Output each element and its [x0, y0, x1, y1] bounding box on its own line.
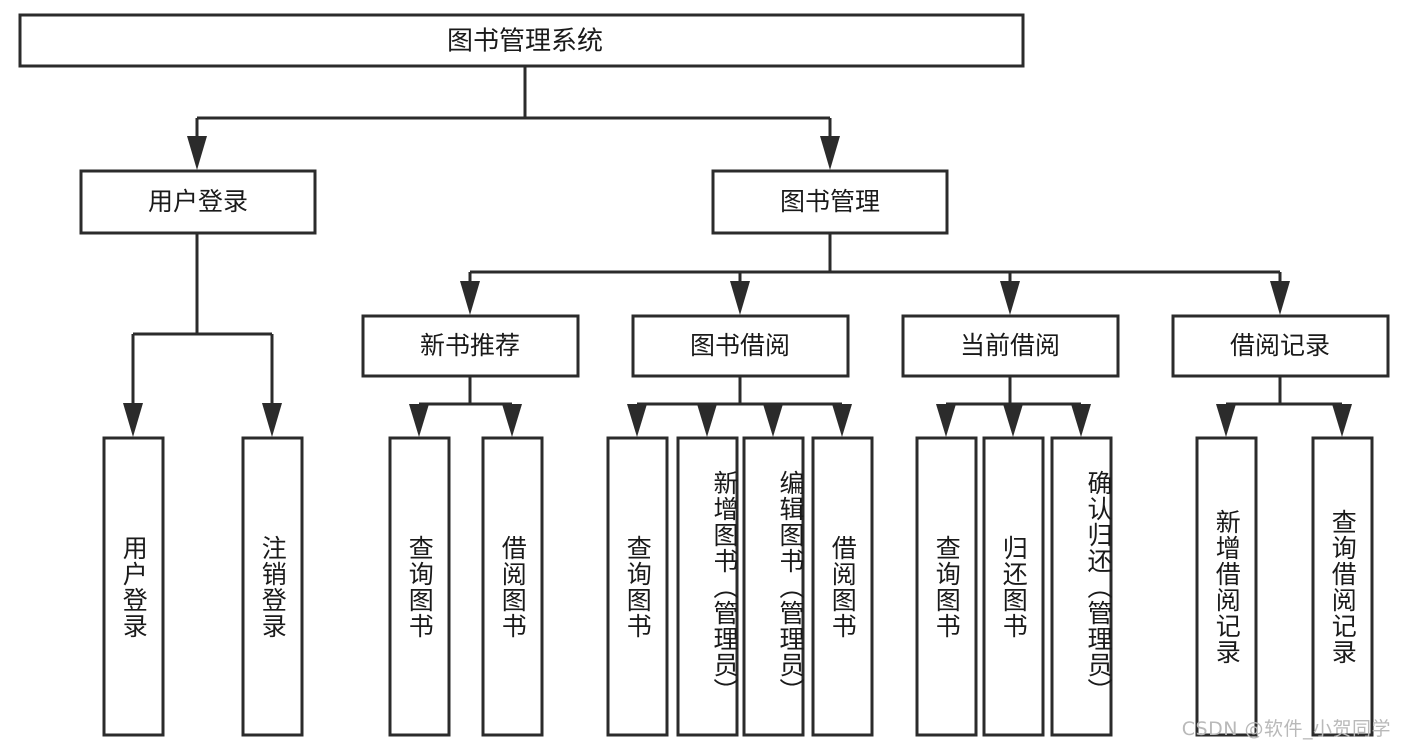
leaf-rec-add-box[interactable]	[1195, 436, 1258, 737]
arrow-head-leaf-borrow-query	[627, 404, 647, 437]
node-book-manage-box[interactable]	[711, 169, 949, 235]
leaf-borrow-lend-box[interactable]	[811, 436, 874, 737]
connector-root-to-level2	[187, 66, 840, 170]
node-book-borrow-box[interactable]	[631, 314, 850, 378]
arrow-head-book-borrow	[730, 281, 750, 315]
arrow-head-leaf-user-login	[123, 403, 143, 437]
connector-book-borrow-to-leaves	[627, 376, 852, 437]
arrow-head-leaf-rec-borrow	[502, 404, 522, 437]
leaf-borrow-add-box[interactable]	[676, 436, 739, 737]
arrow-head-leaf-cur-return	[1003, 404, 1023, 437]
node-new-book-rec-label: 新书推荐	[420, 331, 520, 360]
arrow-head-leaf-borrow-edit	[763, 404, 783, 437]
arrow-head-book-manage	[820, 136, 840, 170]
leaf-borrow-query-box[interactable]	[606, 436, 669, 737]
connector-current-borrow-to-leaves	[936, 376, 1091, 437]
arrow-head-user-login	[187, 136, 207, 170]
leaf-user-login-box[interactable]	[102, 436, 165, 737]
node-root-label: 图书管理系统	[447, 27, 603, 57]
node-book-borrow[interactable]: 图书借阅	[631, 314, 850, 378]
leaf-rec-query2-box[interactable]	[1311, 436, 1374, 737]
arrow-head-leaf-rec-query	[409, 404, 429, 437]
arrow-head-leaf-rec-add	[1216, 404, 1236, 437]
connector-user-login-to-leaves	[123, 233, 282, 437]
arrow-head-leaf-borrow-add	[697, 404, 717, 437]
leaf-user-logout-box[interactable]	[241, 436, 304, 737]
node-new-book-rec-box[interactable]	[361, 314, 580, 378]
node-root-box[interactable]	[18, 13, 1025, 68]
leaf-cur-return-box[interactable]	[982, 436, 1045, 737]
node-book-borrow-label: 图书借阅	[690, 331, 790, 360]
node-book-manage-label: 图书管理	[780, 187, 880, 216]
arrow-head-borrow-record	[1270, 281, 1290, 315]
node-borrow-record[interactable]: 借阅记录	[1171, 314, 1390, 378]
arrow-head-leaf-user-logout	[262, 403, 282, 437]
node-current-borrow-box[interactable]	[901, 314, 1120, 378]
leaf-rec-borrow-box[interactable]	[481, 436, 544, 737]
node-new-book-rec[interactable]: 新书推荐	[361, 314, 580, 378]
csdn-watermark: CSDN @软件_小贺同学	[1181, 718, 1391, 740]
arrow-head-leaf-borrow-lend	[832, 404, 852, 437]
connector-book-manage-to-level3	[460, 233, 1290, 315]
node-root[interactable]: 图书管理系统	[18, 13, 1025, 68]
node-user-login-label: 用户登录	[148, 187, 248, 216]
node-book-manage[interactable]: 图书管理	[711, 169, 949, 235]
node-borrow-record-box[interactable]	[1171, 314, 1390, 378]
arrow-head-new-book-rec	[460, 281, 480, 315]
arrow-head-leaf-cur-confirm	[1071, 404, 1091, 437]
arrow-head-leaf-rec-query2	[1332, 404, 1352, 437]
arrow-head-current-borrow	[1000, 281, 1020, 315]
leaf-cur-confirm-box[interactable]	[1050, 436, 1113, 737]
node-user-login[interactable]: 用户登录	[79, 169, 317, 235]
leaf-borrow-edit-box[interactable]	[742, 436, 805, 737]
node-borrow-record-label: 借阅记录	[1230, 331, 1330, 360]
node-user-login-box[interactable]	[79, 169, 317, 235]
leaf-rec-query-box[interactable]	[388, 436, 451, 737]
connector-new-book-rec-to-leaves	[409, 376, 522, 437]
arrow-head-leaf-cur-query	[936, 404, 956, 437]
leaf-boxes	[102, 436, 1374, 737]
leaf-cur-query-box[interactable]	[915, 436, 978, 737]
node-current-borrow[interactable]: 当前借阅	[901, 314, 1120, 378]
node-current-borrow-label: 当前借阅	[960, 331, 1060, 360]
connector-borrow-record-to-leaves	[1216, 376, 1352, 437]
